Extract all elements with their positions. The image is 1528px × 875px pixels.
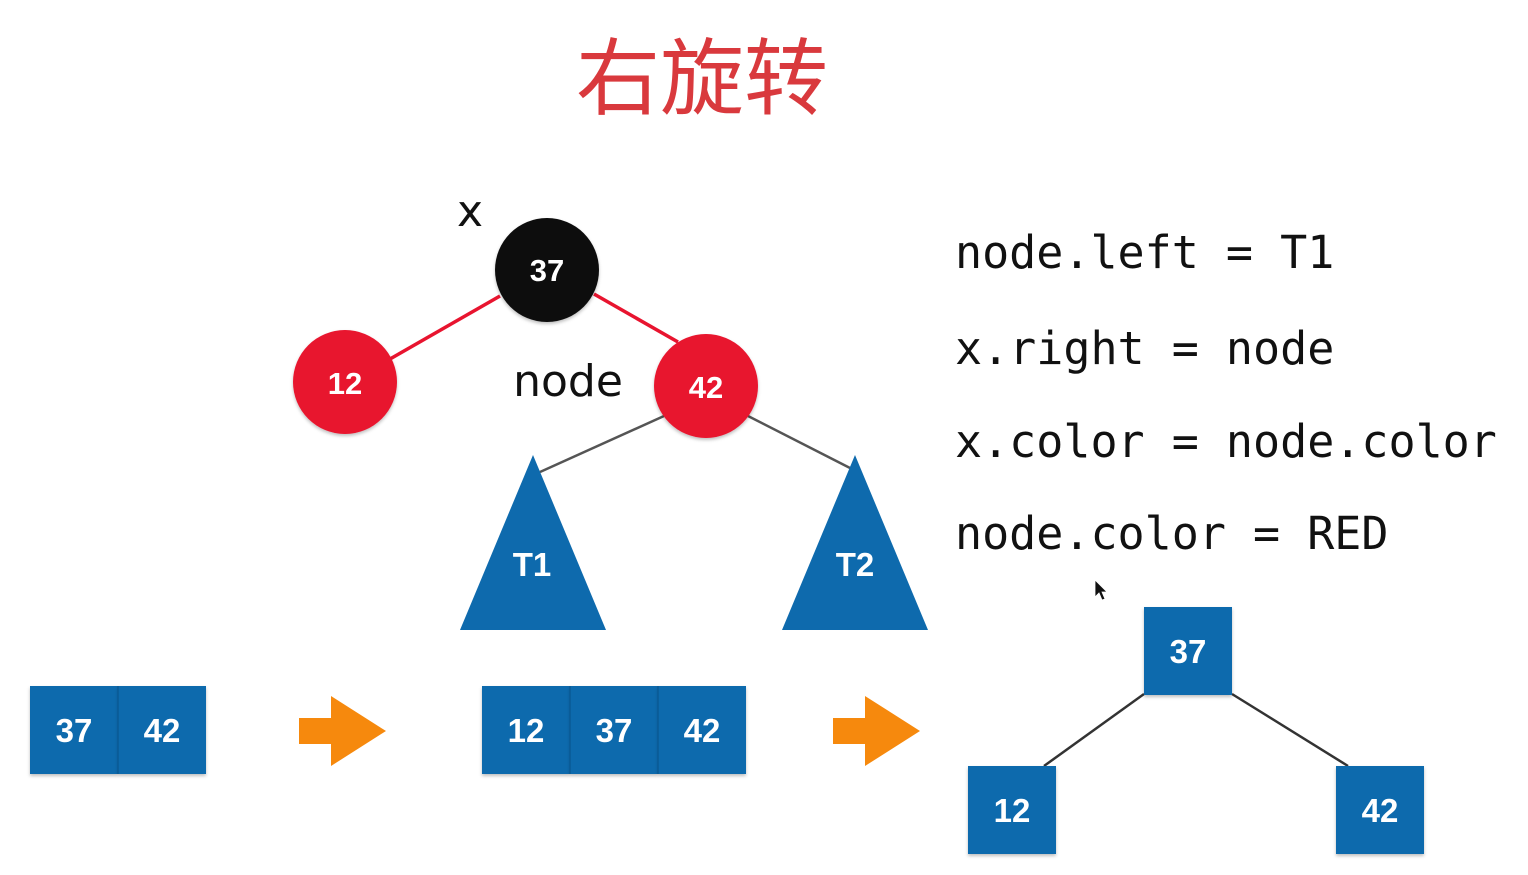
box-value: 37	[56, 712, 93, 749]
result-edge-left	[1043, 692, 1145, 768]
box-value: 42	[144, 712, 181, 749]
code-line-3: x.color = node.color	[955, 415, 1497, 468]
subtree-t2: T2	[782, 455, 928, 630]
tree-edges	[389, 292, 851, 474]
value-box	[570, 686, 658, 774]
subtree-label: T1	[513, 546, 552, 583]
arrow-right-icon	[833, 696, 920, 766]
result-edge-right	[1231, 692, 1349, 768]
arrow-right-icon	[299, 696, 386, 766]
label-node: node	[513, 356, 623, 407]
box-value: 37	[596, 712, 633, 749]
edge-37-42	[593, 292, 679, 344]
tree-node-left: 12	[293, 330, 397, 434]
label-x: x	[457, 186, 483, 237]
sequence-step-2: 12 37 42	[482, 686, 746, 774]
box-value: 42	[684, 712, 721, 749]
result-right-box	[1336, 766, 1424, 854]
black-node-circle	[495, 218, 599, 322]
result-left-box	[968, 766, 1056, 854]
subtree-t1: T1	[460, 455, 606, 630]
mouse-pointer-icon	[1094, 579, 1108, 601]
edge-37-12	[389, 294, 501, 361]
result-root-box	[1144, 607, 1232, 695]
edge-42-t2	[747, 414, 851, 470]
code-line-2: x.right = node	[955, 322, 1334, 375]
node-value: 37	[530, 253, 564, 288]
subtree-label: T2	[836, 546, 875, 583]
node-value: 42	[689, 370, 723, 405]
tree-node-root: 37	[495, 218, 599, 322]
box-value: 12	[508, 712, 545, 749]
tree-node-right: 42	[654, 334, 758, 438]
code-line-4: node.color = RED	[955, 507, 1388, 560]
edge-42-t1	[539, 414, 665, 474]
sequence-step-1: 37 42	[30, 686, 206, 774]
node-value: 12	[328, 366, 362, 401]
box-value: 37	[1170, 633, 1207, 670]
value-box	[118, 686, 206, 774]
code-block: node.left = T1 x.right = node x.color = …	[955, 226, 1497, 560]
box-value: 42	[1362, 792, 1399, 829]
slide-title: 右旋转	[576, 30, 828, 128]
subtree-triangle	[460, 455, 606, 630]
value-box	[30, 686, 118, 774]
value-box	[658, 686, 746, 774]
red-node-circle	[654, 334, 758, 438]
subtree-triangle	[782, 455, 928, 630]
value-box	[482, 686, 570, 774]
result-tree: 37 12 42	[968, 607, 1424, 854]
red-node-circle	[293, 330, 397, 434]
code-line-1: node.left = T1	[955, 226, 1334, 279]
box-value: 12	[994, 792, 1031, 829]
